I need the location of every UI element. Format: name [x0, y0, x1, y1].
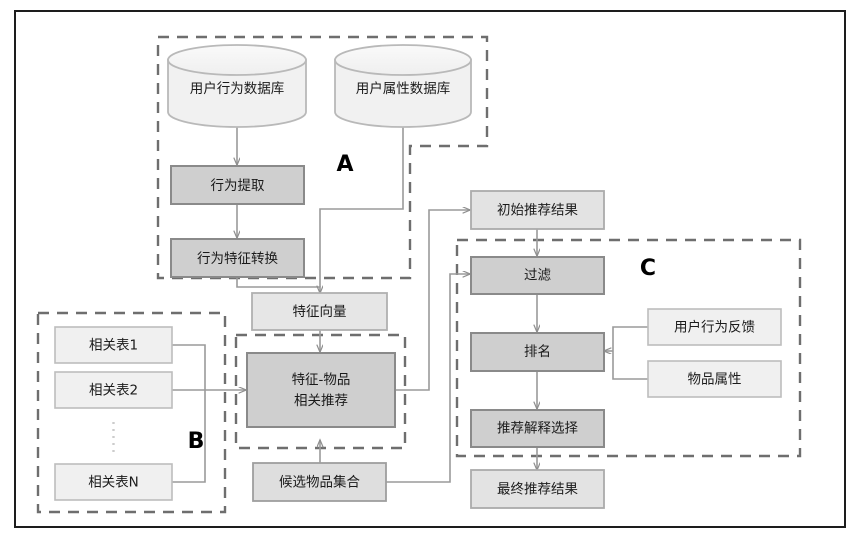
node-label-relation-table-2: 相关表2: [89, 383, 138, 399]
node-user-behavior-feedback[interactable]: 用户行为反馈: [647, 308, 782, 346]
group-box-b: [36, 311, 227, 514]
node-user-profile-db[interactable]: 用户属性数据库: [334, 44, 472, 128]
node-label-user-profile-db: 用户属性数据库: [356, 80, 451, 97]
edge-transform-featurevector: [236, 277, 320, 293]
group-label-b: B: [188, 429, 205, 454]
group-label-a: A: [336, 152, 353, 177]
node-filter[interactable]: 过滤: [470, 256, 605, 295]
group-box-a: [156, 35, 489, 280]
edge-candidate-filter: [386, 274, 470, 483]
edge-feedback-bus: [612, 326, 648, 351]
edge-profiledb-featurevector: [319, 126, 404, 287]
node-behavior-extraction[interactable]: 行为提取: [170, 165, 305, 205]
node-behavior-feature-transform[interactable]: 行为特征转换: [170, 238, 305, 278]
node-relation-table-n[interactable]: 相关表N: [54, 463, 173, 501]
node-explanation-selection[interactable]: 推荐解释选择: [470, 409, 605, 448]
connector-layer: [172, 126, 648, 483]
node-feature-vector[interactable]: 特征向量: [251, 292, 388, 331]
node-label-ranking: 排名: [524, 344, 551, 360]
edge-attributes-bus: [612, 351, 648, 380]
node-label-user-behavior-db: 用户行为数据库: [190, 80, 285, 97]
node-relation-table-1[interactable]: 相关表1: [54, 326, 173, 364]
node-label-feature-item-recommend-line2: 相关推荐: [294, 393, 348, 409]
node-label-feature-item-recommend-line1: 特征-物品: [292, 372, 351, 388]
group-box-c: [455, 238, 802, 458]
node-ranking[interactable]: 排名: [470, 332, 605, 372]
node-label-item-attributes: 物品属性: [688, 372, 742, 388]
node-label-explanation-selection: 推荐解释选择: [497, 421, 578, 437]
node-label-behavior-extraction: 行为提取: [211, 178, 265, 194]
edge-table1-bus: [172, 344, 206, 390]
node-label-final-recommendation: 最终推荐结果: [497, 482, 578, 498]
node-label-filter: 过滤: [524, 268, 552, 284]
node-feature-item-recommend[interactable]: 特征-物品 相关推荐: [246, 352, 396, 428]
node-initial-recommendation[interactable]: 初始推荐结果: [470, 190, 605, 230]
node-candidate-item-set[interactable]: 候选物品集合: [252, 462, 387, 502]
node-final-recommendation[interactable]: 最终推荐结果: [470, 469, 605, 509]
node-label-feature-vector: 特征向量: [293, 304, 347, 320]
node-item-attributes[interactable]: 物品属性: [647, 360, 782, 398]
node-label-behavior-feature-transform: 行为特征转换: [197, 251, 278, 267]
node-label-user-behavior-feedback: 用户行为反馈: [674, 319, 755, 336]
group-label-c: C: [640, 256, 656, 281]
edge-recommend-initial: [395, 210, 470, 391]
node-user-behavior-db[interactable]: 用户行为数据库: [167, 44, 307, 128]
node-relation-table-2[interactable]: 相关表2: [54, 371, 173, 409]
node-label-relation-table-n: 相关表N: [88, 475, 139, 491]
node-label-candidate-item-set: 候选物品集合: [279, 475, 360, 491]
node-label-relation-table-1: 相关表1: [89, 338, 138, 354]
node-label-initial-recommendation: 初始推荐结果: [497, 202, 578, 219]
edge-tablen-bus: [172, 390, 206, 483]
